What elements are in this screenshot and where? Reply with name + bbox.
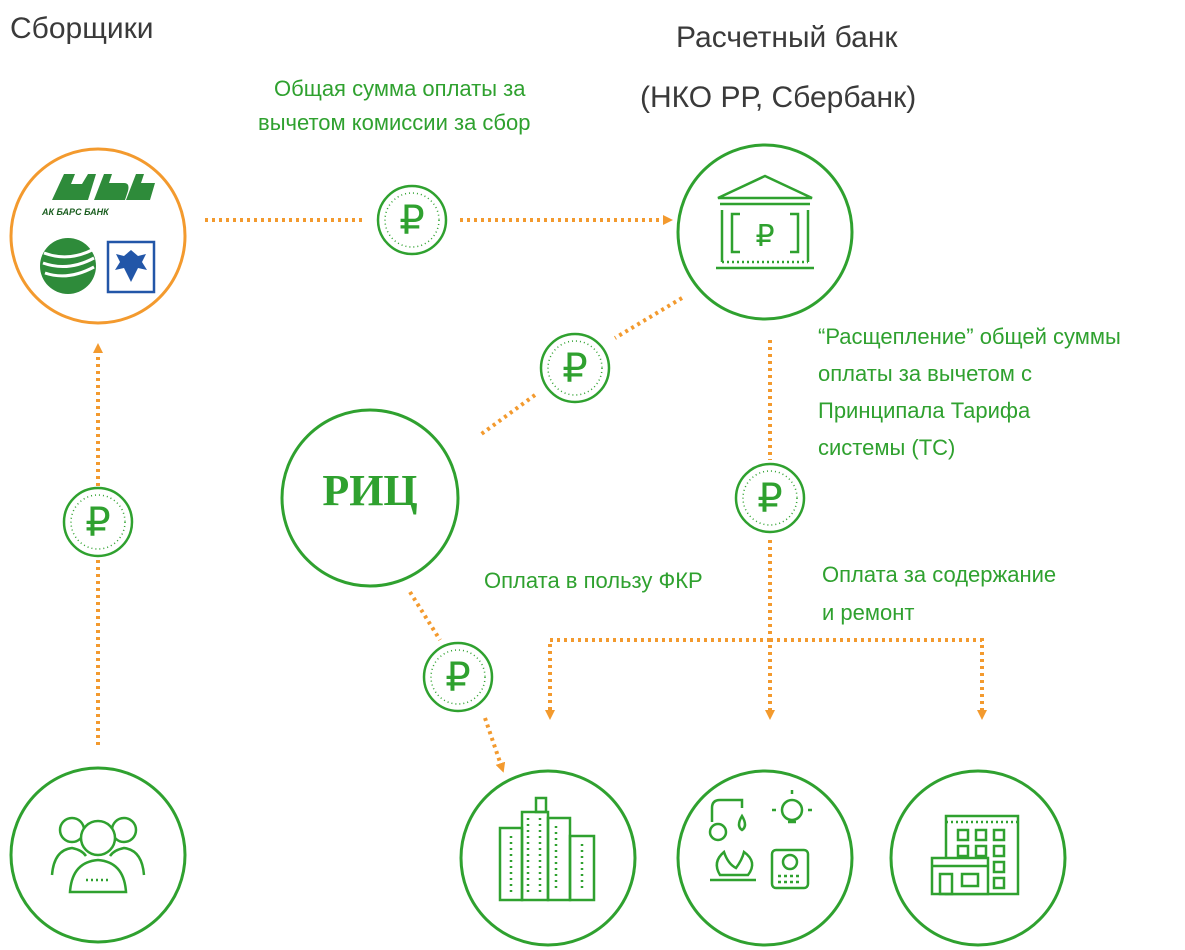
apartment-buildings-icon <box>498 796 596 902</box>
ruble-coin-icon: ₽ <box>62 486 134 558</box>
fkr-node <box>459 769 637 947</box>
maintenance-node <box>889 769 1067 947</box>
utilities-node <box>676 769 854 947</box>
fkr-label: Оплата в пользу ФКР <box>484 568 703 593</box>
ruble-coin-icon: ₽ <box>422 641 494 713</box>
bank-building-icon: ₽ <box>716 174 814 270</box>
bank-title-line1: Расчетный банк <box>676 21 898 54</box>
total-amount-line2: вычетом комиссии за сбор <box>258 110 531 136</box>
arrow-branch-left <box>545 638 770 720</box>
ruble-symbol: ₽ <box>562 346 587 392</box>
ruble-coin-icon: ₽ <box>539 332 611 404</box>
arrow-bank-to-ric-b <box>478 393 537 437</box>
ak-bars-logo-icon: АК БАРС БАНК <box>41 174 155 217</box>
ruble-symbol: ₽ <box>85 500 110 546</box>
collectors-node: АК БАРС БАНК <box>9 147 187 325</box>
payers-node <box>9 766 187 944</box>
split-line3: Принципала Тарифа <box>818 398 1031 423</box>
ruble-symbol: ₽ <box>755 219 774 254</box>
ruble-symbol: ₽ <box>445 655 470 701</box>
bank-title: Расчетный банк (НКО РР, Сбербанк) <box>640 8 916 128</box>
split-line4: системы (ТС) <box>818 435 956 460</box>
svg-text:АК БАРС БАНК: АК БАРС БАНК <box>41 207 110 217</box>
house-repair-icon <box>930 814 1020 896</box>
ruble-symbol: ₽ <box>399 198 424 244</box>
arrow-branch-right <box>770 638 987 720</box>
maintenance-line1: Оплата за содержание <box>822 562 1057 587</box>
connectors <box>93 215 987 773</box>
russian-post-logo-icon <box>106 240 156 294</box>
split-label: “Расщепление” общей суммы оплаты за выче… <box>818 318 1121 466</box>
total-amount-label: Общая сумма оплаты за вычетом комиссии з… <box>258 72 531 140</box>
split-line1: “Расщепление” общей суммы <box>818 324 1121 349</box>
arrow-bank-to-ric-a <box>613 296 684 340</box>
arrow-ric-to-fkr-b <box>483 717 506 773</box>
maintenance-line2: и ремонт <box>822 600 915 625</box>
ruble-symbol: ₽ <box>757 476 782 522</box>
sberbank-logo-icon <box>40 238 96 294</box>
collectors-title: Сборщики <box>10 12 154 45</box>
bank-title-line2: (НКО РР, Сбербанк) <box>640 81 917 114</box>
split-line2: оплаты за вычетом с <box>818 361 1032 386</box>
arrow-ric-to-fkr-a <box>408 590 442 642</box>
maintenance-label: Оплата за содержание и ремонт <box>822 556 1056 632</box>
total-amount-line1: Общая сумма оплаты за <box>274 76 526 101</box>
utilities-icon <box>708 790 812 890</box>
ric-label: РИЦ <box>322 466 418 515</box>
people-group-icon <box>50 816 146 894</box>
ric-node <box>280 408 460 588</box>
ruble-coin-icon: ₽ <box>376 184 448 256</box>
bank-node: ₽ <box>676 143 854 321</box>
ruble-coin-icon: ₽ <box>734 462 806 534</box>
